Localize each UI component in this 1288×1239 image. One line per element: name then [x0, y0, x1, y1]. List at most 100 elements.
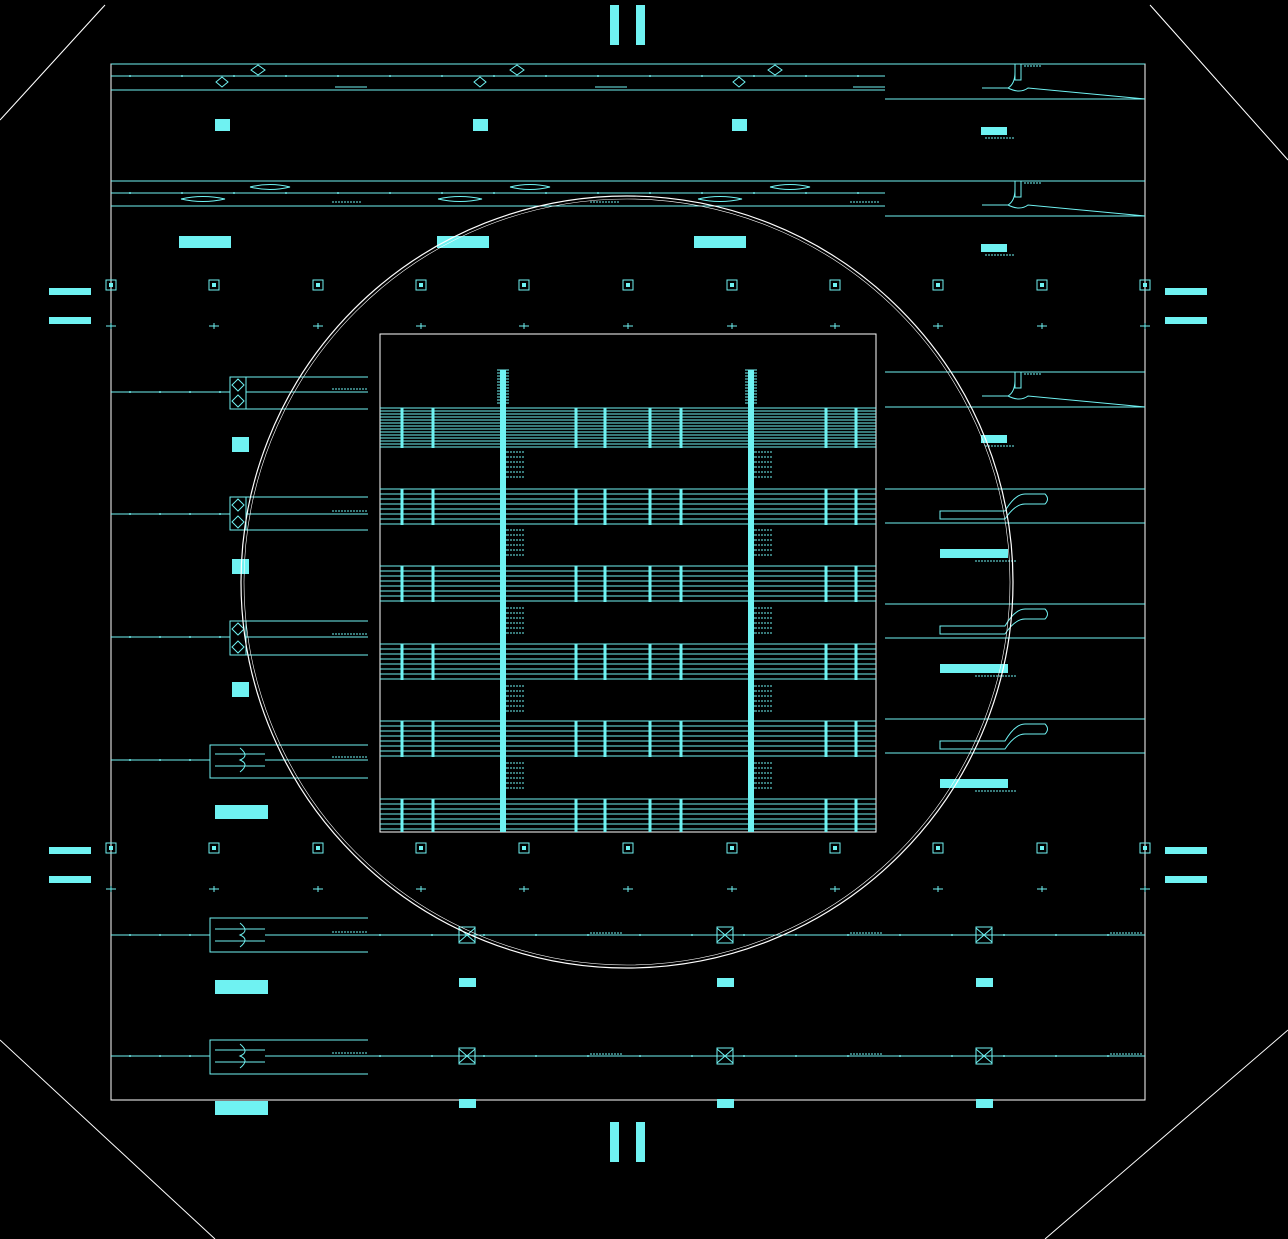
alignment-marker: [518, 279, 530, 291]
array-tap: [679, 799, 683, 832]
alignment-marker: [105, 842, 117, 854]
alignment-marker-core: [1143, 283, 1147, 287]
crossing-pad: [717, 978, 734, 987]
alignment-marker-core: [626, 283, 630, 287]
directional-coupler: [939, 723, 1048, 750]
array-tap: [648, 644, 652, 680]
alignment-marker-core: [1040, 846, 1044, 850]
fiducial-side-2: [1165, 288, 1207, 295]
waveguide-node: [379, 1055, 381, 1057]
array-tap: [854, 489, 858, 525]
array-tap: [431, 489, 435, 525]
array-tap: [679, 408, 683, 448]
fiducial-side-3: [1165, 317, 1207, 324]
contact-pad: [215, 980, 268, 994]
waveguide-node: [493, 75, 495, 77]
alignment-marker-core: [833, 846, 837, 850]
waveguide-node: [129, 636, 131, 638]
alignment-marker: [1139, 279, 1151, 291]
array-tap: [603, 721, 607, 757]
waveguide-node: [535, 1055, 537, 1057]
fiducial-bottom-left: [610, 1122, 619, 1162]
array-tap: [854, 799, 858, 832]
contact-pad: [215, 1101, 268, 1115]
alignment-marker-core: [522, 846, 526, 850]
bottom-device-rows: [368, 926, 1145, 1108]
crossing-pad: [717, 1099, 734, 1108]
mzi-arm: [437, 196, 483, 202]
test-pad: [232, 559, 249, 574]
ring-filter-box: [229, 620, 247, 656]
alignment-marker-core: [626, 846, 630, 850]
array-tap: [824, 644, 828, 680]
ring-resonator: [509, 64, 525, 76]
wafer-edge-top-left-2: [1, 6, 104, 119]
fiducial-top-right: [636, 5, 645, 45]
ring-resonator: [473, 76, 487, 88]
alignment-marker-core: [1040, 283, 1044, 287]
array-tap: [603, 489, 607, 525]
ring-resonator: [231, 515, 245, 529]
array-tap: [854, 408, 858, 448]
splitter-pad: [981, 435, 1007, 443]
ring-resonator: [767, 64, 783, 76]
crossing-pad: [459, 978, 476, 987]
alignment-marker-core: [419, 283, 423, 287]
alignment-marker-core: [833, 283, 837, 287]
alignment-marker-core: [419, 846, 423, 850]
array-tap: [679, 566, 683, 602]
array-tap: [400, 721, 404, 757]
waveguide-node: [847, 934, 849, 936]
waveguide-node: [129, 934, 131, 936]
directional-coupler: [939, 493, 1048, 520]
splitter-pad: [981, 244, 1007, 252]
waveguide-node: [189, 636, 191, 638]
waveguide-node: [795, 934, 797, 936]
alignment-marker: [622, 842, 634, 854]
contact-pad: [215, 805, 268, 819]
ring-filter-box: [229, 376, 247, 410]
waveguide-node: [189, 1055, 191, 1057]
array-tap: [574, 566, 578, 602]
array-tap: [854, 644, 858, 680]
y-splitter: [982, 64, 1146, 100]
alignment-marker-core: [316, 283, 320, 287]
array-tap: [431, 644, 435, 680]
waveguide-node: [753, 75, 755, 77]
array-tap: [400, 644, 404, 680]
waveguide-node: [587, 934, 589, 936]
alignment-marker: [312, 842, 324, 854]
ring-outer: [240, 195, 1014, 969]
array-tap: [574, 721, 578, 757]
fiducial-bars: [49, 5, 1207, 1162]
waveguide-node: [389, 75, 391, 77]
array-tap: [648, 721, 652, 757]
waveguide-node: [1107, 934, 1109, 936]
waveguide-node: [535, 934, 537, 936]
waveguide-node: [159, 391, 161, 393]
array-tap: [679, 721, 683, 757]
wafer-outline: [0, 4, 1288, 1239]
waveguide-node: [129, 192, 131, 194]
array-tap: [648, 566, 652, 602]
ring-resonator: [231, 394, 245, 408]
mzi-arm: [697, 196, 743, 202]
alignment-marker: [829, 842, 841, 854]
crossing-box: [458, 1047, 476, 1065]
waveguide-node: [181, 75, 183, 77]
waveguide-node: [597, 192, 599, 194]
array-tap: [648, 408, 652, 448]
waveguide-node: [189, 391, 191, 393]
waveguide-node: [285, 75, 287, 77]
alignment-marker-core: [212, 846, 216, 850]
alignment-marker: [829, 279, 841, 291]
alignment-marker: [208, 279, 220, 291]
waveguide-node: [189, 934, 191, 936]
waveguide-node: [233, 192, 235, 194]
fiducial-top-left: [610, 5, 619, 45]
array-tap: [400, 489, 404, 525]
waveguide-node: [743, 934, 745, 936]
alignment-marker-core: [316, 846, 320, 850]
waveguide-node: [337, 192, 339, 194]
